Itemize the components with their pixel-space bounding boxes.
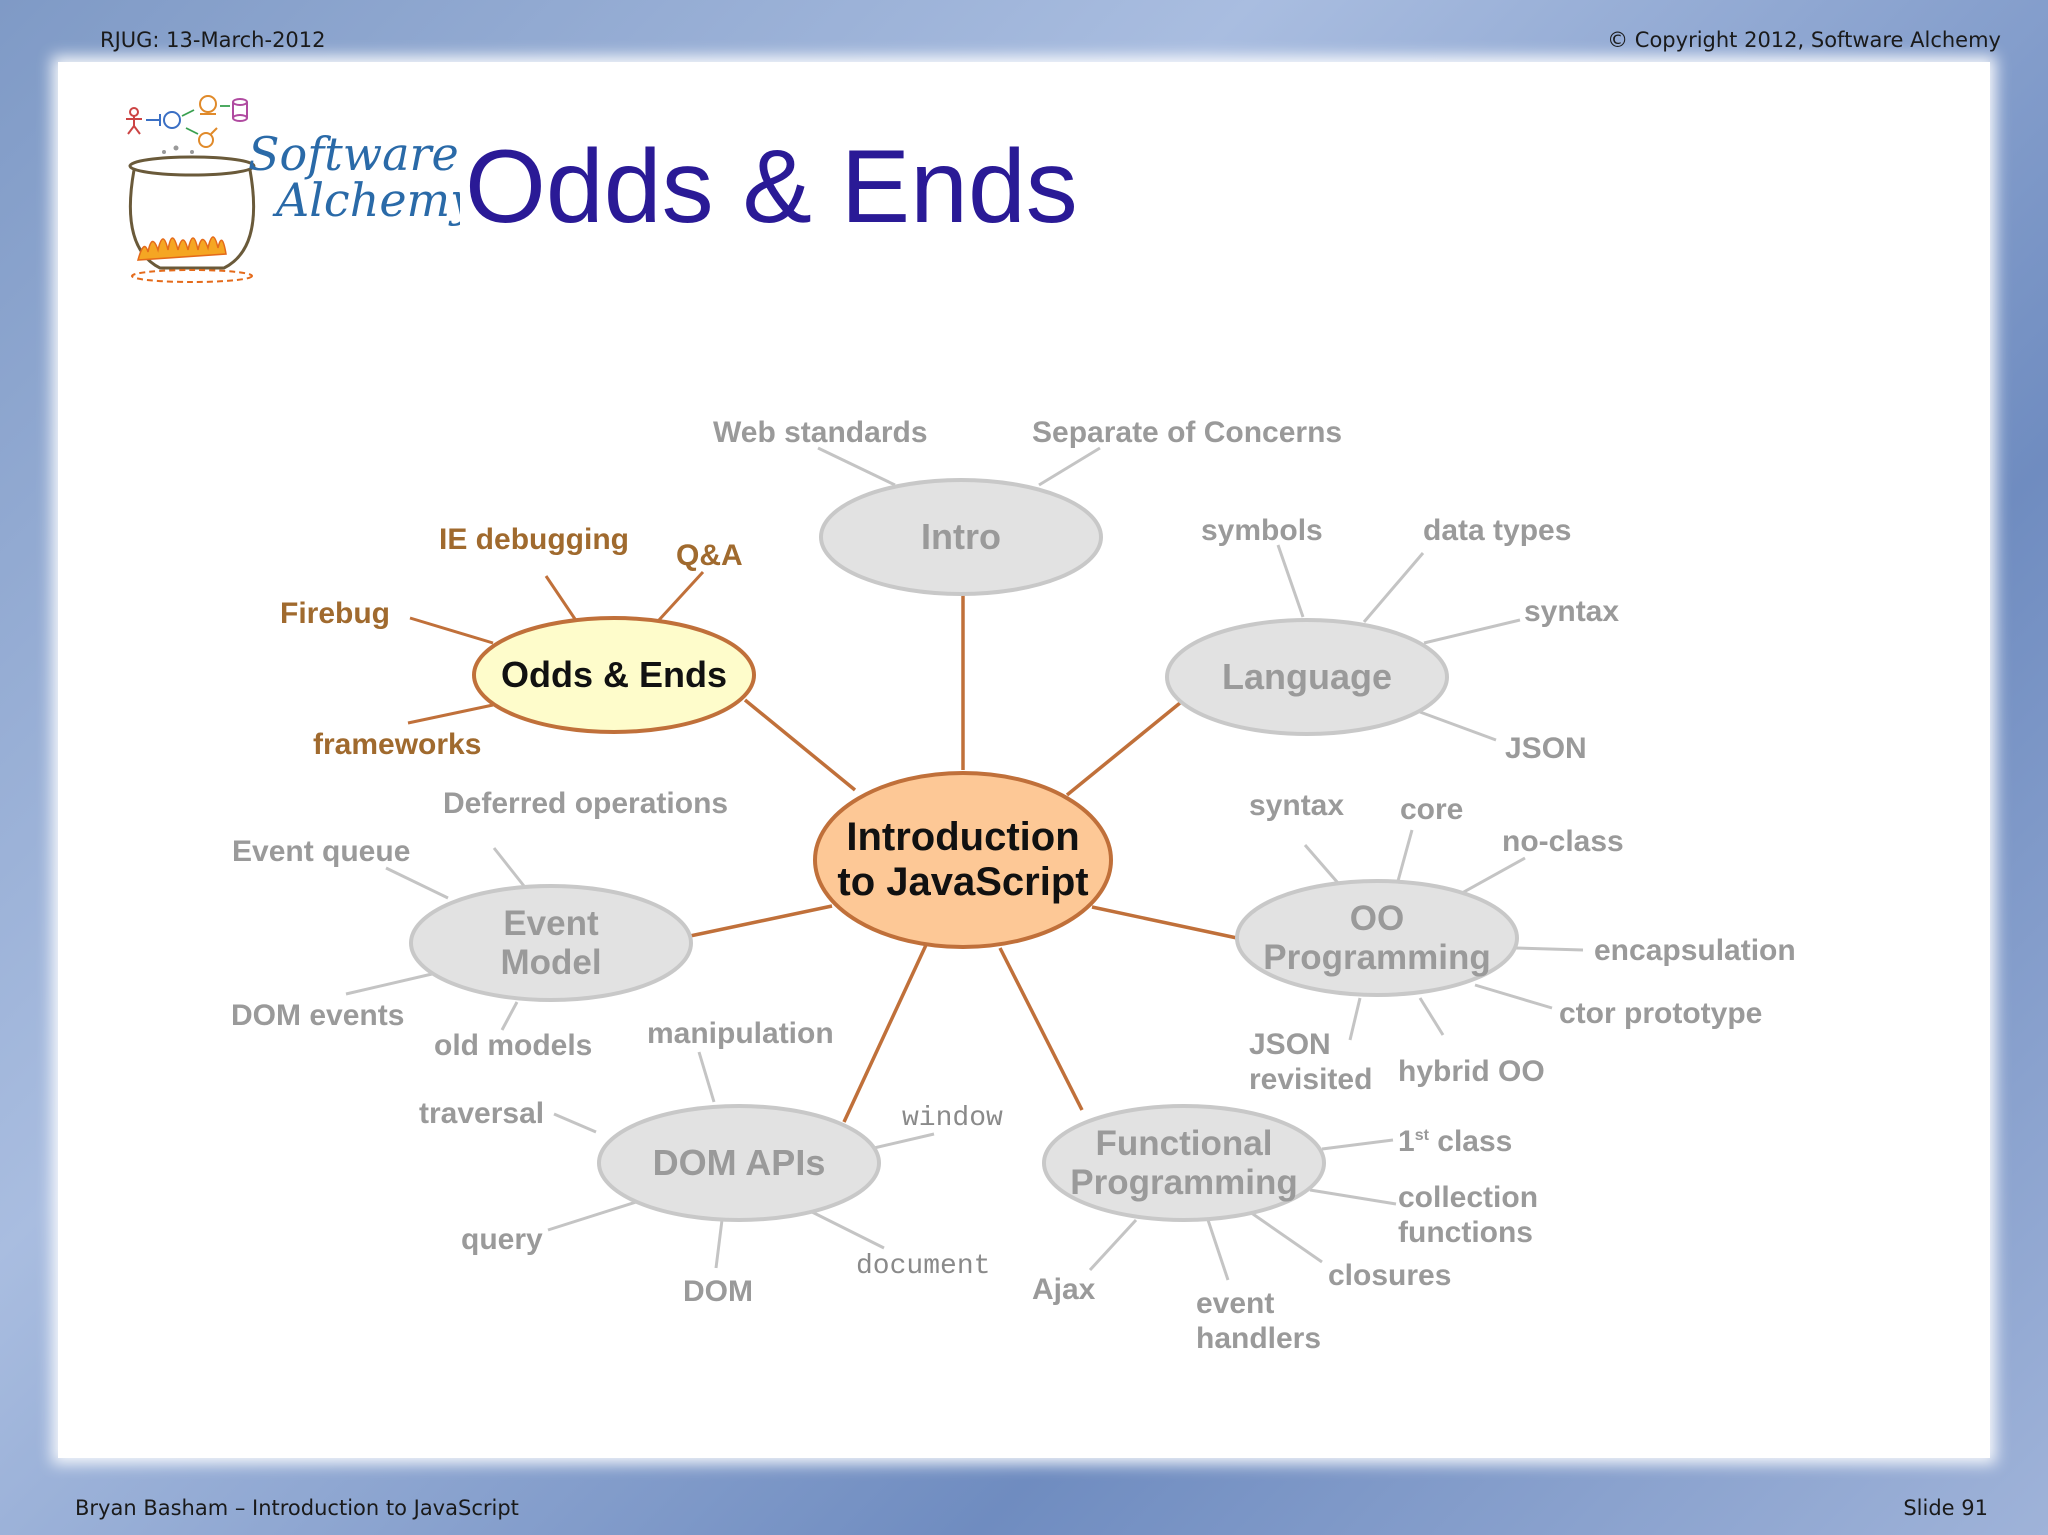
leaf-label: Event queue bbox=[232, 835, 411, 868]
leaf-connector bbox=[811, 1210, 885, 1250]
branch-node-6 bbox=[472, 616, 756, 734]
center-node bbox=[813, 771, 1113, 949]
leaf-label: Ajax bbox=[1032, 1273, 1096, 1306]
leaf-label: closures bbox=[1328, 1259, 1452, 1292]
footer-author: Bryan Basham – Introduction to JavaScrip… bbox=[75, 1496, 519, 1520]
leaf-label: window bbox=[902, 1103, 1003, 1134]
leaf-connector bbox=[1423, 618, 1521, 645]
hub-spoke-4 bbox=[842, 944, 928, 1123]
leaf-label: query bbox=[461, 1223, 543, 1256]
header-date: RJUG: 13-March-2012 bbox=[100, 28, 326, 52]
leaf-label: JSON bbox=[1505, 732, 1587, 765]
leaf-label: ctor prototype bbox=[1559, 997, 1763, 1030]
leaf-label: Separate of Concerns bbox=[1032, 416, 1343, 449]
software-alchemy-logo: Software Alchemy bbox=[120, 88, 477, 288]
branch-label: Language bbox=[1221, 655, 1393, 697]
leaf-label: IE debugging bbox=[439, 523, 629, 556]
branch-node-5 bbox=[409, 884, 693, 1002]
leaf-label: DOM bbox=[683, 1275, 753, 1308]
leaf-connector bbox=[697, 1051, 716, 1103]
branch-node-2 bbox=[1235, 879, 1519, 997]
page-title: Odds & Ends bbox=[465, 129, 1078, 245]
branch-label: Odds & Ends bbox=[500, 653, 728, 695]
hub-spoke-2 bbox=[1091, 905, 1238, 940]
leaf-label: hybrid OO bbox=[1398, 1055, 1545, 1088]
header-copyright: © Copyright 2012, Software Alchemy bbox=[1607, 28, 2001, 52]
leaf-connector bbox=[657, 570, 705, 622]
logo-alchemy-text: Alchemy bbox=[272, 173, 460, 227]
leaf-connector bbox=[1303, 844, 1340, 884]
footer-slide-number: Slide 91 bbox=[1903, 1496, 1988, 1520]
leaf-connector bbox=[714, 1219, 724, 1269]
leaf-label: core bbox=[1400, 793, 1464, 826]
leaf-connector bbox=[1396, 829, 1414, 882]
leaf-connector bbox=[1206, 1219, 1230, 1281]
leaf-label: syntax bbox=[1524, 595, 1620, 628]
hub-spoke-3 bbox=[998, 947, 1084, 1111]
leaf-connector bbox=[544, 575, 579, 623]
logo-software-text: Software bbox=[248, 127, 459, 181]
leaf-label: document bbox=[856, 1251, 991, 1282]
branch-node-3 bbox=[1042, 1104, 1326, 1222]
hub-spoke-6 bbox=[743, 698, 857, 792]
branch-node-0 bbox=[819, 478, 1103, 596]
leaf-connector bbox=[409, 616, 494, 645]
slide-canvas bbox=[58, 62, 1990, 1458]
leaf-label: syntax bbox=[1249, 789, 1345, 822]
branch-label: DOM APIs bbox=[652, 1141, 826, 1183]
leaf-connector bbox=[547, 1200, 637, 1232]
leaf-label: data types bbox=[1423, 514, 1572, 547]
leaf-label: Q&A bbox=[676, 539, 743, 572]
leaf-connector bbox=[1515, 946, 1584, 952]
leaf-label: traversal bbox=[419, 1097, 545, 1130]
leaf-label: symbols bbox=[1201, 514, 1323, 547]
leaf-connector bbox=[1418, 997, 1445, 1036]
leaf-label: frameworks bbox=[313, 728, 482, 761]
leaf-connector bbox=[1348, 997, 1362, 1041]
leaf-label: Web standards bbox=[713, 416, 928, 449]
leaf-connector bbox=[385, 866, 449, 900]
leaf-label: Firebug bbox=[280, 597, 390, 630]
leaf-connector bbox=[500, 1001, 519, 1031]
hub-spoke-1 bbox=[1065, 701, 1182, 797]
leaf-connector bbox=[1461, 856, 1526, 895]
leaf-connector bbox=[1276, 544, 1305, 618]
leaf-connector bbox=[1321, 1138, 1394, 1151]
leaf-connector bbox=[817, 446, 896, 487]
leaf-connector bbox=[1249, 1210, 1323, 1264]
branch-label: Intro bbox=[921, 515, 1001, 557]
leaf-connector bbox=[1309, 1188, 1397, 1206]
leaf-connector bbox=[1474, 983, 1553, 1010]
leaf-connector bbox=[1419, 710, 1497, 742]
leaf-label: DOM events bbox=[231, 999, 405, 1032]
leaf-label: Deferred operations bbox=[443, 787, 729, 820]
leaf-label: old models bbox=[434, 1029, 593, 1062]
leaf-connector bbox=[553, 1112, 597, 1134]
leaf-connector bbox=[873, 1132, 935, 1150]
branch-node-4 bbox=[597, 1104, 881, 1222]
leaf-connector bbox=[345, 972, 433, 996]
leaf-connector bbox=[1038, 446, 1101, 487]
leaf-connector bbox=[1362, 552, 1425, 623]
leaf-label: no-class bbox=[1502, 825, 1624, 858]
leaf-label: 1st class bbox=[1398, 1125, 1513, 1158]
branch-node-1 bbox=[1165, 618, 1449, 736]
leaf-connector bbox=[407, 703, 494, 725]
leaf-connector bbox=[1088, 1218, 1138, 1272]
leaf-label: manipulation bbox=[647, 1017, 834, 1050]
leaf-connector bbox=[492, 847, 526, 887]
leaf-label: encapsulation bbox=[1594, 934, 1796, 967]
cauldron-icon: Software Alchemy bbox=[126, 95, 477, 283]
hub-spoke-5 bbox=[689, 904, 833, 938]
